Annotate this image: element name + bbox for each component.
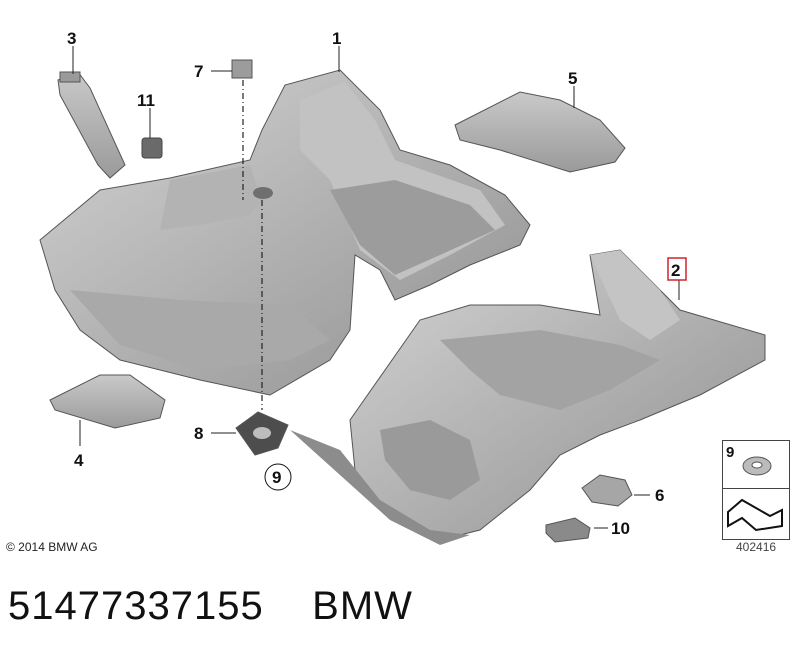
legend-item-number: 9 xyxy=(726,444,735,461)
diagram-id: 402416 xyxy=(736,540,777,554)
callout-8: 8 xyxy=(194,424,203,443)
clip-6 xyxy=(581,474,633,507)
floor-pad-5 xyxy=(454,91,626,173)
part-number-caption: 51477337155 BMW xyxy=(8,584,413,628)
callout-5: 5 xyxy=(568,69,577,88)
reference-legend-box xyxy=(722,440,790,540)
leader-lines xyxy=(72,46,680,529)
callout-6: 6 xyxy=(655,486,664,505)
callout-4: 4 xyxy=(74,451,84,470)
fastener-7 xyxy=(231,59,253,79)
copyright-notice: © 2014 BMW AG xyxy=(6,540,98,554)
callout-9: 9 xyxy=(272,468,281,487)
highlight-box xyxy=(667,257,687,281)
callout-10: 10 xyxy=(611,519,630,538)
side-trim-strip xyxy=(57,71,126,179)
callout-2: 2 xyxy=(671,261,680,280)
rear-floor-covering xyxy=(290,249,766,545)
legend-divider xyxy=(722,488,790,489)
callout-1: 1 xyxy=(332,29,341,48)
callout-11: 11 xyxy=(137,91,155,110)
block-10 xyxy=(545,517,591,543)
next-group-arrow-icon xyxy=(727,498,783,532)
callout-9-ring xyxy=(264,463,292,491)
front-floor-covering xyxy=(39,69,531,396)
callout-3: 3 xyxy=(67,29,76,48)
clip-11 xyxy=(141,137,163,159)
washer-icon xyxy=(742,456,772,476)
grommet-plate-8 xyxy=(235,411,289,456)
floor-pad-4 xyxy=(49,374,166,429)
callout-7: 7 xyxy=(194,62,203,81)
